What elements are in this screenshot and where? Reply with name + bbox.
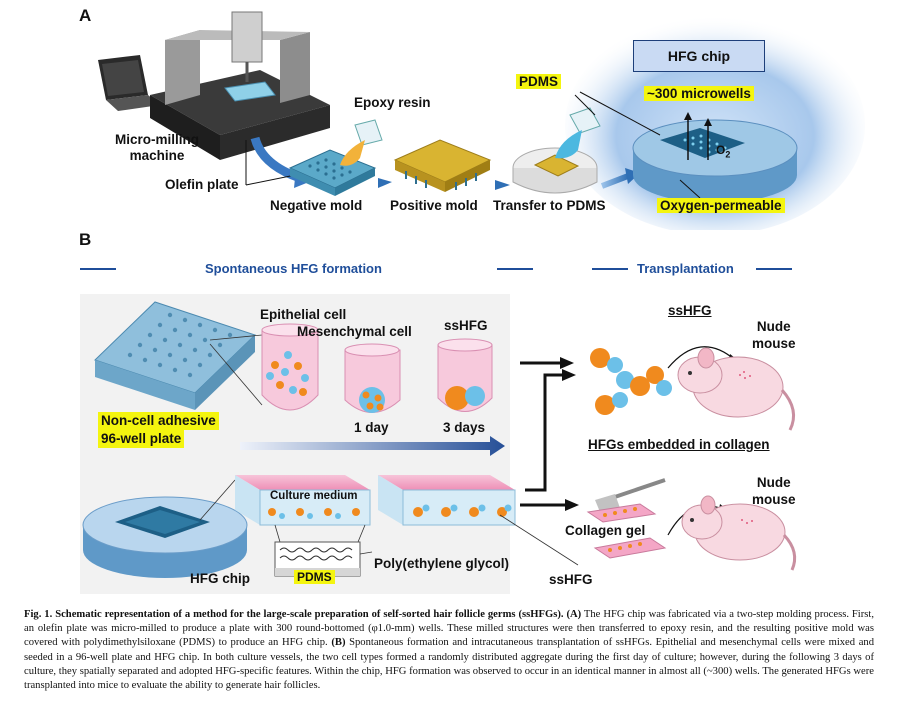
pdms-label-a: PDMS — [516, 74, 562, 89]
oxygen-permeable-label: Oxygen-permeable — [657, 198, 785, 213]
non-cell-adhesive-label: Non-cell adhesive 96-well plate — [98, 412, 219, 448]
micro-milling-machine-label: Micro-milling machine — [115, 132, 199, 163]
caption-text-b: Spontaneous formation and intracutaneous… — [24, 637, 875, 692]
section-spontaneous-title: Spontaneous HFG formation — [205, 261, 382, 276]
figure-caption: Fig. 1. Schematic representation of a me… — [24, 608, 874, 693]
hfg-chip-disc-b — [82, 496, 248, 578]
o2-label: O2 — [716, 143, 731, 160]
pdms-label-b: PDMS — [294, 570, 335, 584]
transfer-to-pdms-label: Transfer to PDMS — [493, 198, 606, 213]
microwells-label: ~300 microwells — [644, 86, 754, 101]
process-arrow-3 — [495, 180, 510, 190]
section-line-right1 — [592, 268, 628, 270]
caption-title: Schematic representation of a method for… — [55, 609, 582, 620]
hfgs-embedded-label: HFGs embedded in collagen — [588, 437, 770, 452]
section-line-left — [80, 268, 116, 270]
sshfg-bottom-label: ssHFG — [549, 572, 593, 587]
negative-mold-label: Negative mold — [270, 198, 363, 213]
chip-cross-section-3-days — [378, 475, 516, 526]
process-arrow-2 — [378, 178, 392, 188]
laptop-icon — [98, 55, 160, 111]
one-day-label: 1 day — [354, 420, 389, 435]
mouse-icon-2 — [681, 495, 797, 571]
well-tube-1-day — [344, 343, 401, 413]
panel-a-label: A — [79, 6, 92, 25]
micro-milling-machine-icon — [150, 11, 330, 160]
process-arrow-4 — [600, 173, 630, 189]
caption-fig-label: Fig. 1. — [24, 609, 53, 620]
culture-medium-label: Culture medium — [270, 490, 358, 502]
section-line-mid — [497, 268, 533, 270]
forceps-icon — [595, 478, 666, 512]
epoxy-resin-label: Epoxy resin — [354, 95, 431, 110]
sshfg-right-label: ssHFG — [668, 303, 712, 318]
section-transplantation-title: Transplantation — [637, 261, 734, 276]
section-line-right2 — [756, 268, 792, 270]
well-tube-mixed — [261, 323, 319, 411]
negative-mold-icon — [288, 149, 377, 196]
time-arrow — [240, 436, 505, 456]
epithelial-cell-label: Epithelial cell — [260, 307, 347, 322]
sshfg-aggregates — [590, 348, 672, 415]
panel-a-illustration — [98, 11, 865, 230]
well-tube-3-days — [437, 338, 493, 412]
hfg-chip-label-b: HFG chip — [190, 571, 250, 586]
well-plate-icon — [94, 301, 256, 410]
three-days-label: 3 days — [443, 420, 486, 435]
transfer-dish-icon — [512, 107, 601, 194]
positive-mold-icon — [393, 139, 492, 192]
chip-cross-section — [235, 475, 371, 526]
sshfg-top-label: ssHFG — [444, 318, 488, 333]
routing-arrows — [520, 361, 565, 507]
caption-b-label: (B) — [331, 637, 346, 649]
epoxy-pour-icon — [340, 119, 383, 166]
peg-label: Poly(ethylene glycol) — [374, 556, 510, 571]
mouse-icon — [677, 347, 796, 431]
collagen-gel-label: Collagen gel — [565, 523, 646, 538]
collagen-gel-icon — [586, 503, 667, 559]
hfg-chip-title-box: HFG chip — [633, 40, 765, 72]
caption-text-a: The HFG chip was fabricated via a two-st… — [24, 609, 874, 649]
olefin-plate-label: Olefin plate — [165, 177, 239, 192]
panel-b-label: B — [79, 230, 92, 249]
hfg-chip-disc — [632, 112, 798, 203]
positive-mold-label: Positive mold — [390, 198, 478, 213]
mesenchymal-cell-label: Mesenchymal cell — [297, 324, 412, 339]
